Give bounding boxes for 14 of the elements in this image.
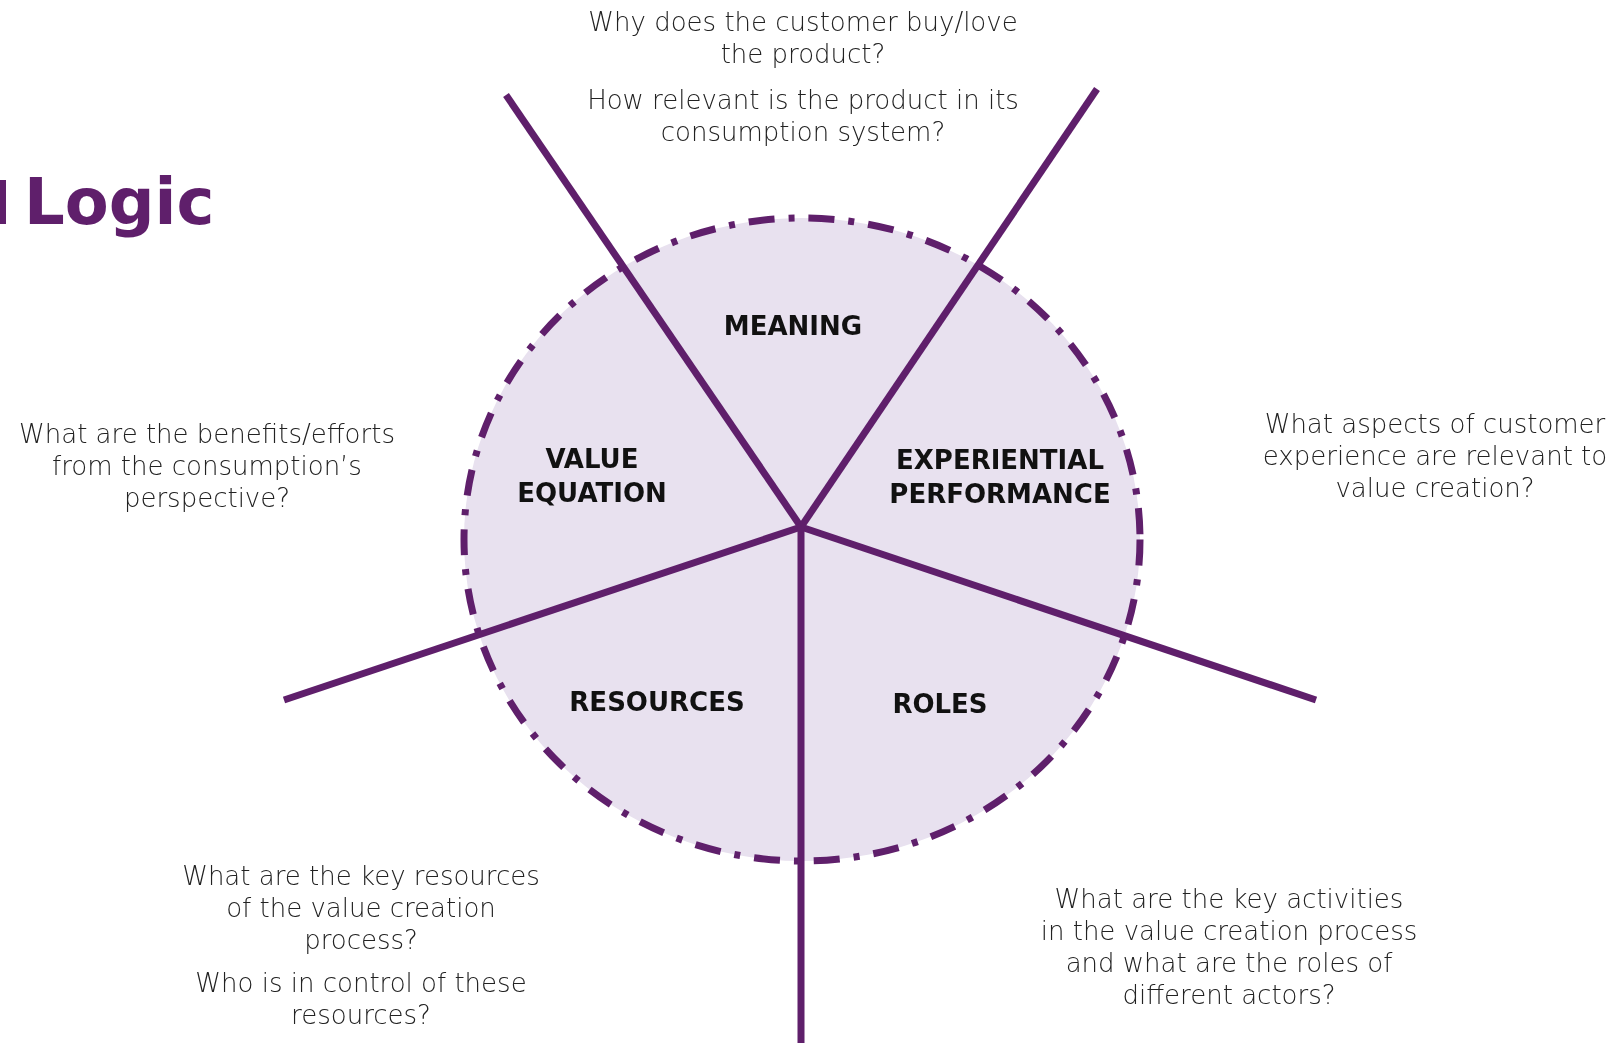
segment-label: EXPERIENTIAL PERFORMANCE (880, 443, 1120, 511)
segment-label: RESOURCES (569, 685, 745, 719)
question-text: Why does the customer buy/love the product? (587, 6, 1019, 70)
question-text: What are the key resources of the value creation process? (181, 860, 541, 956)
question-text: What are the key activities in the value creation process and what are the roles of different actors? (1039, 883, 1419, 1011)
title: Logic (24, 165, 215, 239)
question-text: How relevant is the product in its consumption system? (586, 84, 1020, 148)
segment-label: MEANING (723, 309, 863, 343)
question-text: What are the benefits/efforts from the consumption’s perspective? (18, 418, 396, 514)
question-text: Who is in control of these resources? (194, 967, 528, 1031)
segment-label: VALUE EQUATION (502, 442, 682, 510)
question-text: What aspects of customer experience are relevant to value creation? (1261, 408, 1609, 504)
dashed-circle (460, 214, 1144, 865)
segment-label: ROLES (892, 687, 988, 721)
